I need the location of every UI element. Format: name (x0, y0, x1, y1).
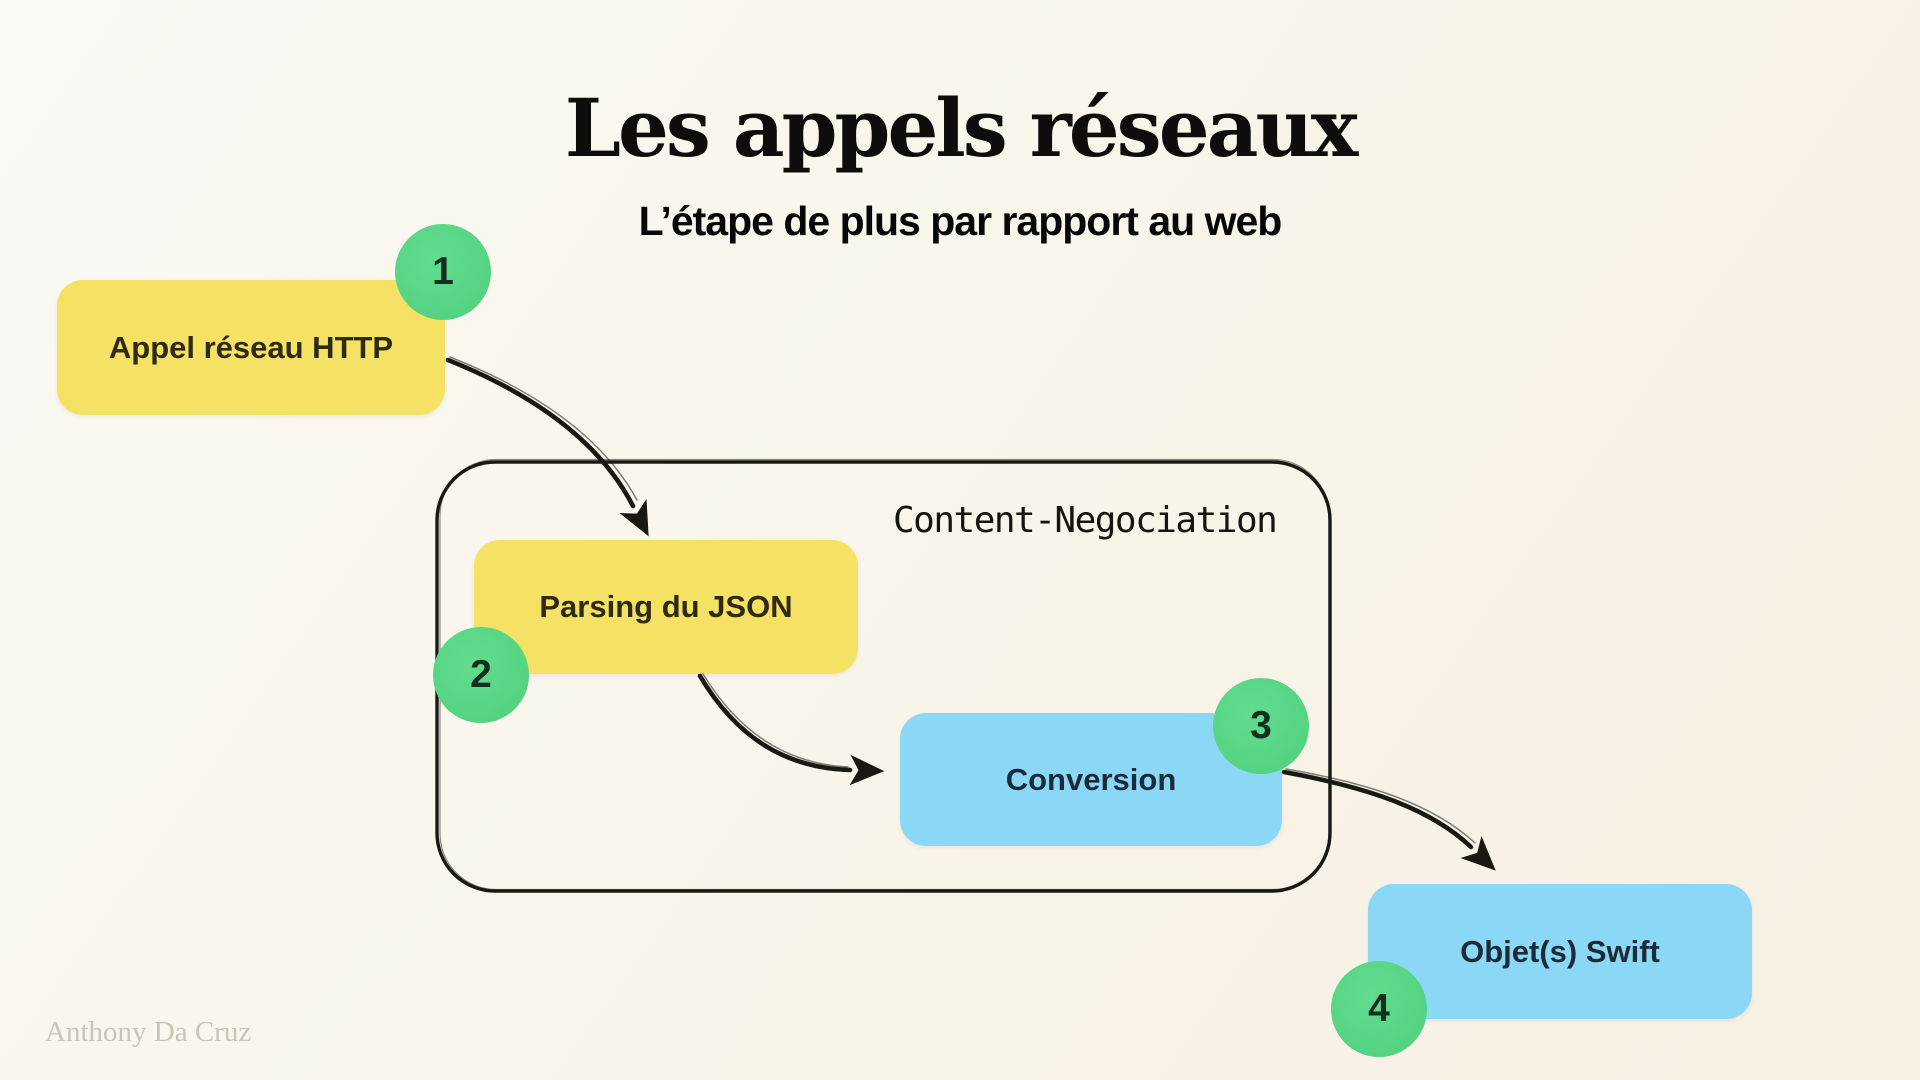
node-label: Appel réseau HTTP (108, 329, 394, 365)
step-badge-1: 1 (395, 224, 491, 320)
step-badge-4: 4 (1331, 961, 1427, 1057)
node-label: Objet(s) Swift (1460, 933, 1660, 969)
node-label: Conversion (1005, 761, 1177, 797)
step-number: 1 (432, 250, 454, 293)
step-badge-3: 3 (1213, 678, 1309, 774)
arrow-conversion-to-swift (1281, 768, 1496, 871)
page-subtitle: L’étape de plus par rapport au web (638, 198, 1283, 244)
step-number: 3 (1250, 704, 1272, 747)
page-title: Les appels réseaux (564, 81, 1359, 175)
node-label: Parsing du JSON (539, 589, 793, 624)
node-appel-reseau-http: Appel réseau HTTP (57, 280, 445, 415)
step-badge-2: 2 (433, 627, 529, 723)
step-number: 4 (1368, 987, 1390, 1030)
author-watermark: Anthony Da Cruz (45, 1016, 252, 1048)
container-label: Content-Negociation (893, 500, 1278, 541)
node-parsing-du-json: Parsing du JSON (474, 540, 858, 674)
step-number: 2 (470, 653, 492, 696)
arrow-parsing-to-conversion (697, 673, 885, 786)
arrow-http-to-parsing (445, 356, 649, 537)
node-objets-swift: Objet(s) Swift (1368, 884, 1752, 1019)
